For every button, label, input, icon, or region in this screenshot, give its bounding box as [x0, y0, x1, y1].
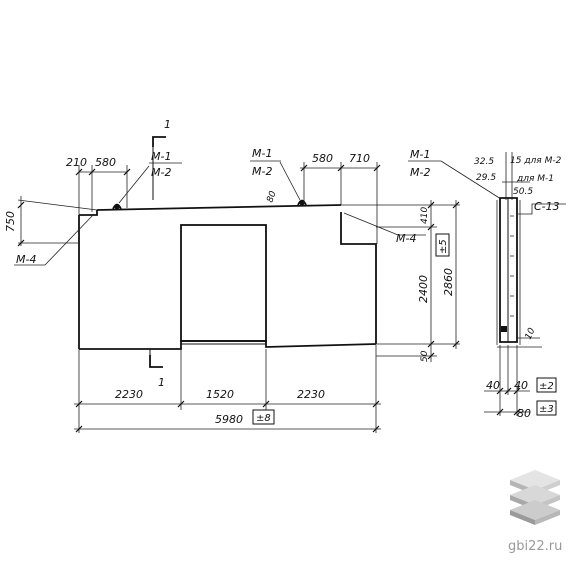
embed-m1-m2-left: М-1 М-2 — [118, 150, 182, 204]
dim-2400: 2400 — [417, 275, 430, 303]
dim-710: 710 — [349, 152, 370, 165]
dim-10: 10 — [524, 326, 538, 341]
panel-outline — [78, 204, 377, 350]
dim-29-5: 29.5 — [476, 173, 496, 183]
dim-5980: 5980 — [215, 413, 243, 426]
dim-210: 210 — [66, 156, 87, 169]
dim-40-right: 40 — [514, 379, 528, 392]
bottom-dims: 2230 1520 2230 5980 ±8 — [74, 344, 381, 433]
dim-580-left: 580 — [95, 156, 116, 169]
watermark-site: gbi22.ru — [508, 539, 562, 554]
dim-580-right: 580 — [312, 152, 333, 165]
label-m2-side: М-2 — [410, 166, 430, 179]
dim-40-left: 40 — [486, 379, 500, 392]
section-mark-bottom-label: 1 — [158, 376, 165, 389]
dim-32-5: 32.5 — [474, 157, 494, 167]
label-m2-left: М-2 — [151, 166, 171, 179]
side-view: М-1 М-2 32.5 15 для М-2 29.5 для М-1 50.… — [408, 148, 566, 420]
dim-2230-right: 2230 — [297, 388, 325, 401]
dim-50: 50 — [420, 350, 430, 362]
dim-2860: 2860 — [442, 268, 455, 296]
dim-2230-left: 2230 — [115, 388, 143, 401]
tol-2: ±2 — [539, 381, 554, 392]
lifting-loop-right — [297, 199, 307, 206]
tol-3: ±3 — [539, 404, 554, 415]
stack-of-slabs-logo — [510, 470, 560, 525]
dim-80: 80 — [265, 190, 278, 204]
dim-1520: 1520 — [206, 388, 234, 401]
top-dims-right: М-1 М-2 580 710 80 — [250, 147, 381, 244]
section-mark-top-label: 1 — [164, 118, 171, 131]
section-mark-bottom: 1 — [149, 349, 165, 389]
left-dims: 750 М-4 — [4, 196, 98, 266]
dim-80-side: 80 — [517, 407, 531, 420]
top-dims-left: 210 580 — [66, 156, 131, 215]
label-c13-side: С-13 — [534, 200, 560, 213]
tol-5: ±5 — [438, 239, 449, 254]
lifting-loop-left — [112, 203, 122, 210]
label-m1-side: М-1 — [410, 148, 430, 161]
section-mark-top: 1 — [152, 118, 171, 200]
dim-410: 410 — [420, 207, 430, 224]
label-m1-left: М-1 — [151, 150, 171, 163]
label-m4-right: М-4 — [396, 232, 416, 245]
label-m1-mid: М-1 — [252, 147, 272, 160]
dim-15-m2: 15 для М-2 — [510, 156, 562, 166]
dim-750: 750 — [4, 211, 17, 232]
note-m1: для М-1 — [516, 174, 554, 184]
label-m2-mid: М-2 — [252, 165, 272, 178]
label-m4-left: М-4 — [16, 253, 36, 266]
tol-8: ±8 — [256, 413, 271, 424]
dim-50-5: 50.5 — [513, 187, 533, 197]
right-dims: М-4 410 2400 2860 50 ±5 — [341, 200, 460, 362]
